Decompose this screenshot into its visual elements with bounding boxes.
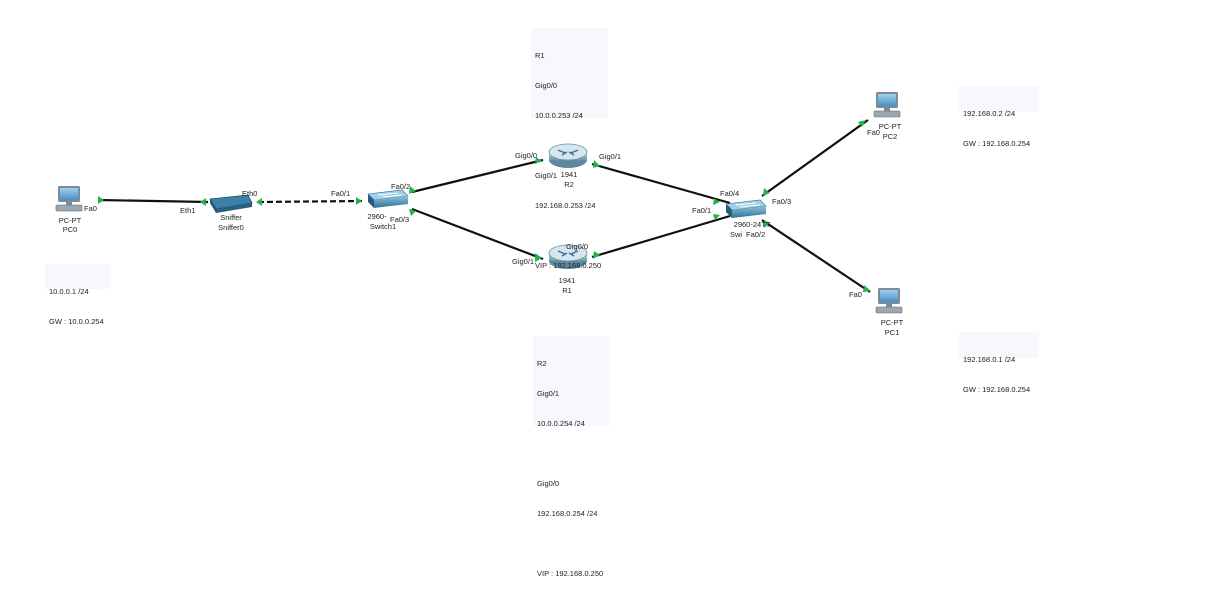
note-line: 10.0.0.253 /24	[535, 111, 583, 120]
sniffer-model-label: Sniffer	[220, 213, 242, 222]
status-up-icon	[764, 220, 770, 228]
switch2-device[interactable]	[725, 199, 767, 218]
pc0-device[interactable]	[55, 186, 83, 212]
port-label: Fa0/3	[772, 197, 792, 206]
link-r1-switch2[interactable]	[591, 214, 731, 259]
pc0-model-label: PC-PT	[58, 216, 82, 225]
status-up-icon	[713, 214, 720, 220]
pc1-device[interactable]	[875, 288, 903, 314]
link-sniffer-switch1[interactable]	[257, 199, 363, 204]
port-label: Fa0	[867, 128, 880, 137]
status-up-icon	[863, 285, 871, 292]
switch2-name-label: Swi	[730, 230, 743, 239]
router-icon	[548, 244, 588, 262]
status-up-icon	[858, 120, 866, 127]
pc0-name-label: PC0	[62, 225, 78, 234]
link-switch2-pc2[interactable]	[761, 119, 869, 197]
switch1-name-label: Switch1	[369, 222, 397, 231]
r2-config-note[interactable]: R2 Gig0/1 10.0.0.254 /24 Gig0/0 192.168.…	[533, 336, 610, 578]
status-up-icon	[763, 188, 770, 196]
status-up-icon	[409, 209, 416, 216]
port-label: Fa0/3	[390, 215, 410, 224]
note-line: 192.168.0.253 /24	[535, 201, 596, 210]
link-switch1-r1[interactable]	[411, 207, 544, 261]
switch1-device[interactable]	[367, 189, 409, 208]
note-line	[535, 231, 604, 241]
r1-model-label: 1941	[558, 276, 576, 285]
status-up-icon	[535, 157, 542, 164]
note-line: VIP : 192.168.0.250	[535, 261, 602, 270]
note-line: R2	[537, 359, 547, 368]
r1-name-label: R1	[562, 286, 572, 295]
port-label: Eth0	[242, 189, 258, 198]
port-label: Fa0/2	[746, 230, 766, 239]
port-label: Fa0/2	[391, 182, 411, 191]
status-up-icon	[713, 198, 720, 205]
status-up-icon	[356, 197, 362, 205]
port-label: Gig0/0	[566, 242, 589, 251]
note-line: VIP : 192.168.0.250	[537, 569, 604, 578]
note-line	[535, 141, 604, 151]
link-r2-switch2[interactable]	[591, 162, 731, 205]
pc1-name-label: PC1	[884, 328, 900, 337]
r2-model-label: 1941	[560, 170, 578, 179]
pc2-name-label: PC2	[882, 132, 898, 141]
note-line: GW : 10.0.0.254	[49, 317, 104, 326]
status-up-icon	[593, 251, 600, 259]
status-up-icon	[535, 253, 542, 262]
note-line: GW : 192.168.0.254	[963, 139, 1031, 148]
note-line: R1	[535, 51, 545, 60]
link-status-indicators	[98, 120, 871, 292]
status-up-icon	[98, 196, 104, 204]
r2-name-label: R2	[564, 180, 574, 189]
note-line: Gig0/1	[537, 389, 560, 398]
pc0-config-note[interactable]: 10.0.0.1 /24 GW : 10.0.0.254	[45, 264, 110, 326]
note-line: Gig0/0	[537, 479, 560, 488]
r2-device[interactable]	[548, 143, 588, 168]
sniffer-device[interactable]	[209, 194, 253, 213]
switch1-model-label: 2960-	[367, 212, 387, 221]
port-label: Eth1	[180, 206, 196, 215]
pc2-device[interactable]	[873, 92, 901, 118]
port-label: Fa0	[849, 290, 862, 299]
note-line: 192.168.0.254 /24	[537, 509, 598, 518]
status-up-icon	[256, 198, 262, 206]
port-label: Gig0/1	[512, 257, 535, 266]
status-up-icon	[593, 160, 600, 168]
note-line: 10.0.0.254 /24	[537, 419, 585, 428]
port-label: Gig0/0	[515, 151, 538, 160]
r1-device[interactable]	[548, 244, 588, 269]
status-up-icon	[200, 198, 206, 206]
router-icon	[548, 143, 588, 161]
r1-config-note[interactable]: R1 Gig0/0 10.0.0.253 /24 Gig0/1 192.168.…	[531, 28, 608, 270]
note-line: Gig0/1	[535, 171, 558, 180]
port-label: Fa0/4	[720, 189, 740, 198]
note-line: 192.168.0.2 /24	[963, 109, 1016, 118]
link-switch2-pc1[interactable]	[761, 219, 871, 293]
pc1-config-note[interactable]: 192.168.0.1 /24 GW : 192.168.0.254	[959, 332, 1039, 394]
link-switch1-r2[interactable]	[411, 158, 544, 194]
port-label: Gig0/1	[599, 152, 622, 161]
pc2-model-label: PC-PT	[878, 122, 902, 131]
switch2-model-label: 2960-24TT	[733, 220, 771, 229]
note-line	[537, 449, 606, 459]
links	[97, 119, 871, 293]
note-line	[537, 539, 606, 549]
note-line: Gig0/0	[535, 81, 558, 90]
note-line: 192.168.0.1 /24	[963, 355, 1016, 364]
note-line: 10.0.0.1 /24	[49, 287, 89, 296]
port-label: Fa0	[84, 204, 97, 213]
link-pc0-sniffer[interactable]	[97, 198, 209, 204]
port-label: Fa0/1	[692, 206, 712, 215]
note-line: GW : 192.168.0.254	[963, 385, 1031, 394]
pc1-model-label: PC-PT	[880, 318, 904, 327]
sniffer-name-label: Sniffer0	[218, 223, 244, 232]
status-up-icon	[409, 186, 416, 194]
port-label: Fa0/1	[331, 189, 351, 198]
topology-canvas[interactable]	[0, 0, 1212, 537]
pc2-config-note[interactable]: 192.168.0.2 /24 GW : 192.168.0.254	[959, 86, 1039, 148]
